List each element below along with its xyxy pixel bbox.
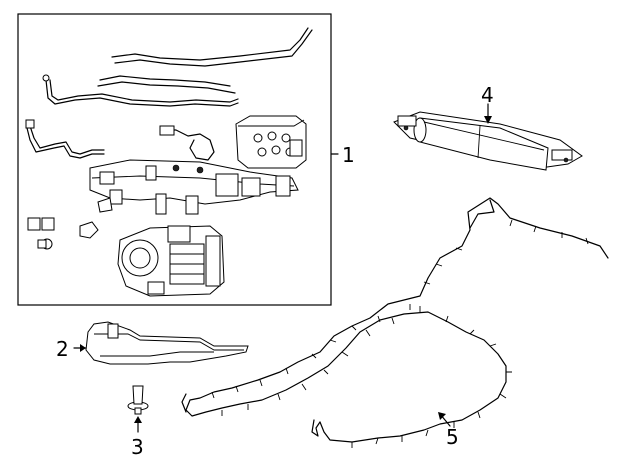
part-1-hoses [25, 27, 313, 159]
callout-4-label: 4 [481, 83, 494, 107]
callout-5-label: 5 [446, 425, 459, 449]
callout-1-label: 1 [342, 143, 355, 167]
part-1-valve-block [235, 115, 307, 169]
part-1-compressor [117, 225, 225, 297]
part-2-shield: 2 [56, 321, 249, 365]
part-5-harness: 5 [181, 197, 609, 449]
part-1-loop-clamp [159, 125, 215, 161]
part-1-assembly-kit: 1 [17, 13, 355, 306]
part-1-mounting-bracket [89, 159, 299, 215]
callout-3-label: 3 [131, 435, 144, 459]
part-1-fittings [27, 197, 113, 250]
part-3-push-pin: 3 [127, 385, 149, 459]
part-4-reservoir: 4 [393, 83, 583, 171]
callout-2-label: 2 [56, 337, 69, 361]
